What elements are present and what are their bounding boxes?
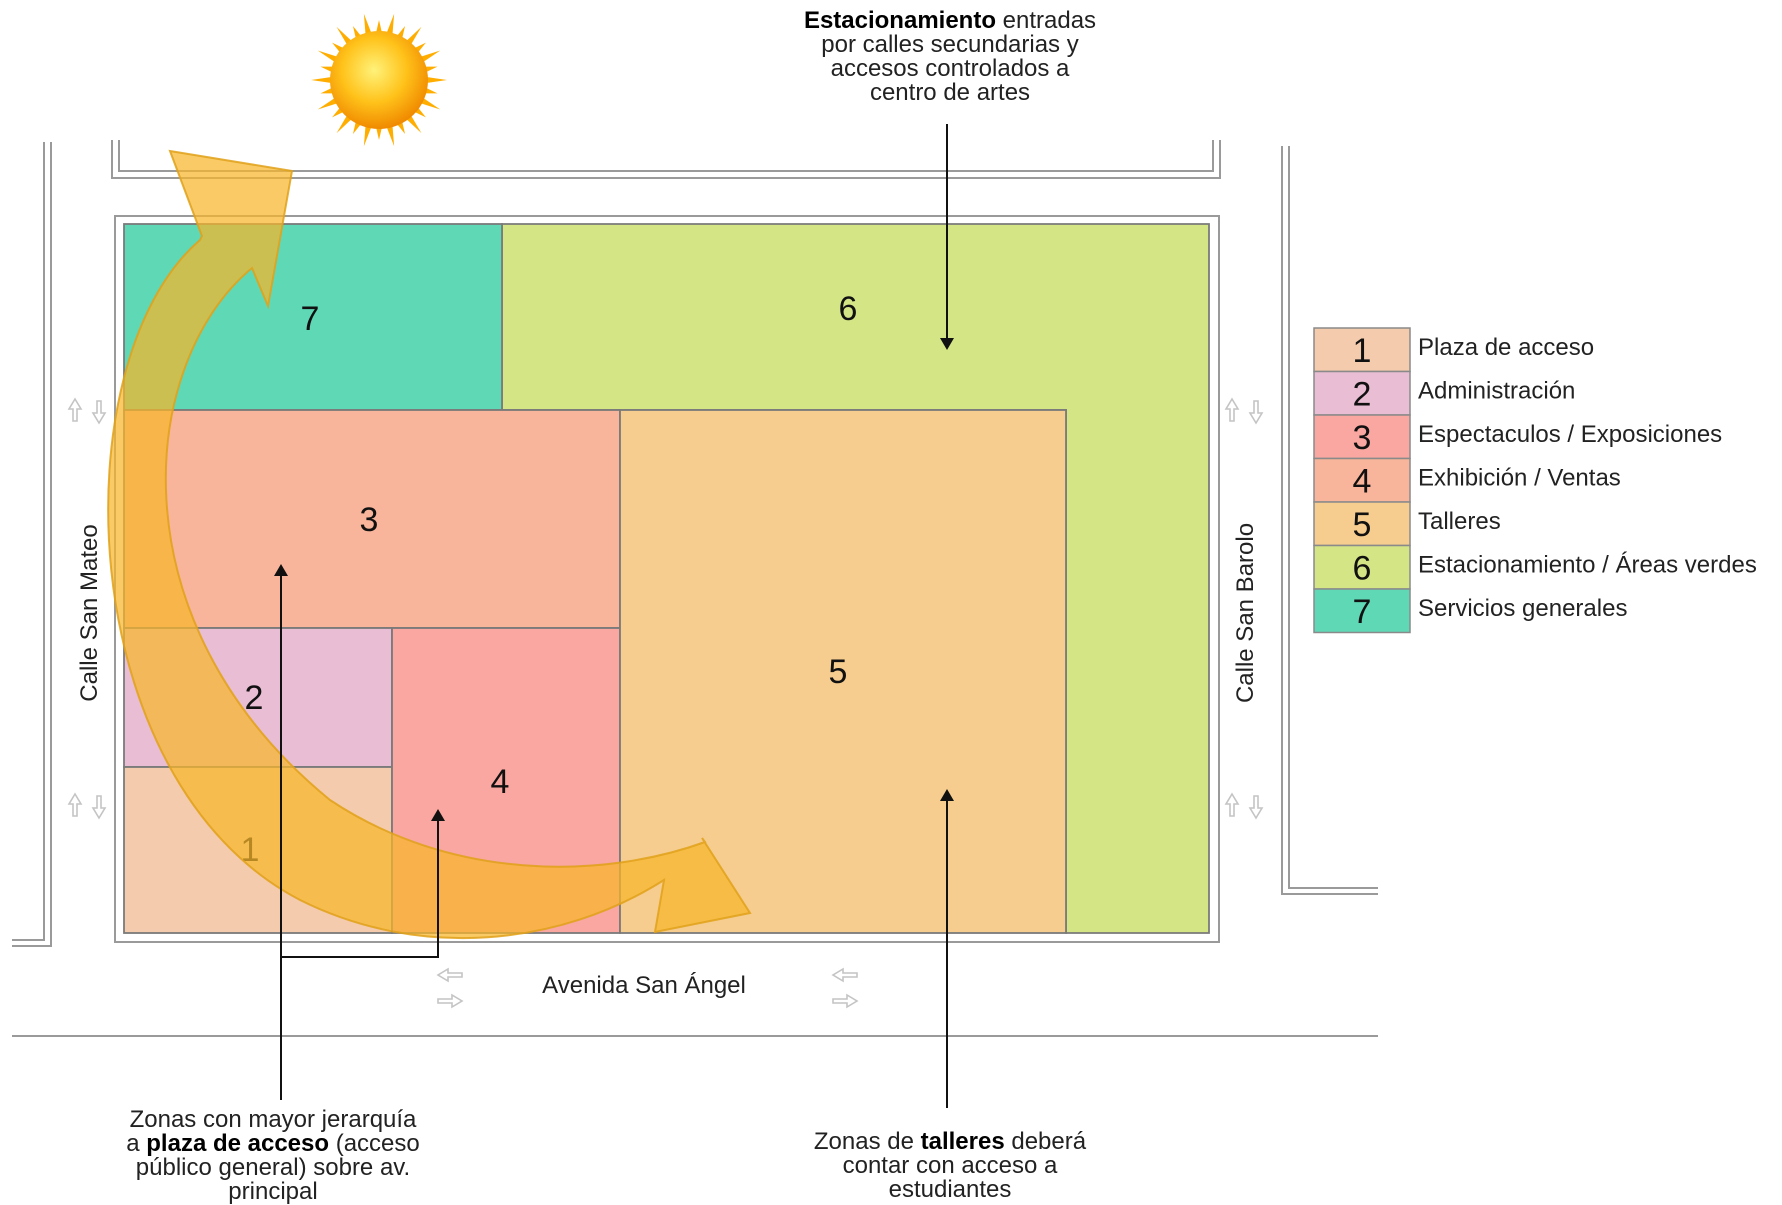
legend-label-7: Servicios generales — [1418, 595, 1627, 622]
zone-number-3: 3 — [360, 501, 379, 539]
legend-number-4: 4 — [1353, 462, 1372, 500]
legend-number-1: 1 — [1353, 332, 1372, 370]
traffic-left-arrow — [831, 967, 858, 983]
note-talleres-prefix: Zonas de — [813, 1128, 921, 1155]
sun-ray — [375, 20, 383, 35]
sun-icon — [311, 13, 447, 147]
street-label-east: Calle San Barolo — [1232, 523, 1259, 703]
street-label-south: Avenida San Ángel — [542, 972, 746, 999]
note-talleres-bold: talleres — [920, 1128, 1005, 1155]
legend-swatch-3 — [1313, 414, 1411, 460]
note-plaza-suffix: (acceso — [329, 1130, 420, 1157]
traffic-down-arrow — [1248, 795, 1264, 820]
traffic-direction-icon — [67, 397, 1264, 1009]
zone-number-4: 4 — [491, 763, 510, 801]
note-parking-line3: accesos controlados a — [830, 55, 1070, 82]
note-talleres-line2: contar con acceso a — [842, 1152, 1058, 1179]
traffic-up-arrow — [67, 397, 83, 422]
legend-label-2: Administración — [1418, 377, 1575, 404]
traffic-down-arrow — [1248, 400, 1264, 425]
note-plaza-bold: plaza de acceso — [146, 1130, 330, 1157]
note-talleres-line3: estudiantes — [888, 1176, 1012, 1203]
note-parking-line2: por calles secundarias y — [821, 31, 1079, 58]
note-plaza-line1: Zonas con mayor jerarquía — [129, 1106, 417, 1133]
zone-number-2: 2 — [245, 679, 264, 717]
traffic-up-arrow — [67, 792, 83, 817]
legend-swatch-1 — [1313, 327, 1411, 373]
traffic-up-arrow — [1224, 397, 1240, 422]
street-label-west: Calle San Mateo — [76, 524, 103, 701]
sun-ray — [363, 124, 372, 147]
sun-ray — [418, 97, 441, 110]
note-plaza: Zonas con mayor jerarquía a plaza de acc… — [108, 1108, 438, 1204]
traffic-right-arrow — [437, 993, 464, 1009]
legend-label-6: Estacionamiento / Áreas verdes — [1418, 551, 1757, 578]
traffic-down-arrow — [91, 400, 107, 425]
traffic-up-arrow — [1224, 792, 1240, 817]
sun-ray — [386, 13, 395, 36]
sun-ray — [375, 125, 383, 140]
legend-label-4: Exhibición / Ventas — [1418, 464, 1621, 491]
sun-ray — [336, 113, 353, 134]
sun-ray — [418, 50, 441, 63]
note-talleres: Zonas de talleres deberá contar con acce… — [790, 1130, 1110, 1202]
legend-swatch-7 — [1313, 588, 1411, 634]
traffic-down-arrow — [91, 795, 107, 820]
traffic-right-arrow — [832, 993, 859, 1009]
note-parking-line4: centro de artes — [869, 79, 1031, 106]
legend-label-5: Talleres — [1418, 508, 1501, 535]
note-pointers — [274, 124, 954, 1108]
zone-number-5: 5 — [829, 653, 848, 691]
legend-number-2: 2 — [1353, 375, 1372, 413]
sun-ray — [405, 26, 422, 47]
sun-ray — [424, 76, 447, 84]
legend-number-6: 6 — [1353, 549, 1372, 587]
legend-label-3: Espectaculos / Exposiciones — [1418, 421, 1722, 448]
sun-path-arrow-icon — [107, 149, 752, 940]
note-parking-bold: Estacionamiento — [803, 7, 996, 34]
traffic-left-arrow — [436, 967, 463, 983]
legend-number-3: 3 — [1353, 419, 1372, 457]
sun-ray — [405, 113, 422, 134]
sun-ray — [317, 97, 340, 110]
note-parking-line1: entradas — [995, 7, 1097, 34]
sun-ray — [386, 124, 395, 147]
sun-ray — [311, 76, 334, 84]
sun-ray — [317, 50, 340, 63]
note-plaza-prefix: a — [126, 1130, 147, 1157]
street-lines — [12, 140, 1378, 1037]
zone-number-6: 6 — [839, 290, 858, 328]
note-parking: Estacionamiento entradas por calles secu… — [770, 9, 1130, 105]
legend-number-7: 7 — [1353, 593, 1372, 631]
note-plaza-line3: público general) sobre av. — [135, 1154, 411, 1181]
legend: 1 Plaza de acceso 2 Administración 3 Espectac… — [1313, 327, 1757, 634]
legend-label-1: Plaza de acceso — [1418, 334, 1594, 361]
note-plaza-line4: principal — [228, 1178, 318, 1205]
sun-ray — [363, 13, 372, 36]
legend-number-5: 5 — [1353, 506, 1372, 544]
note-talleres-suffix: deberá — [1004, 1128, 1087, 1155]
sun-ray — [336, 26, 353, 47]
plaza-pointer-arrow-zone4 — [281, 809, 445, 958]
zone-number-7: 7 — [301, 300, 320, 338]
